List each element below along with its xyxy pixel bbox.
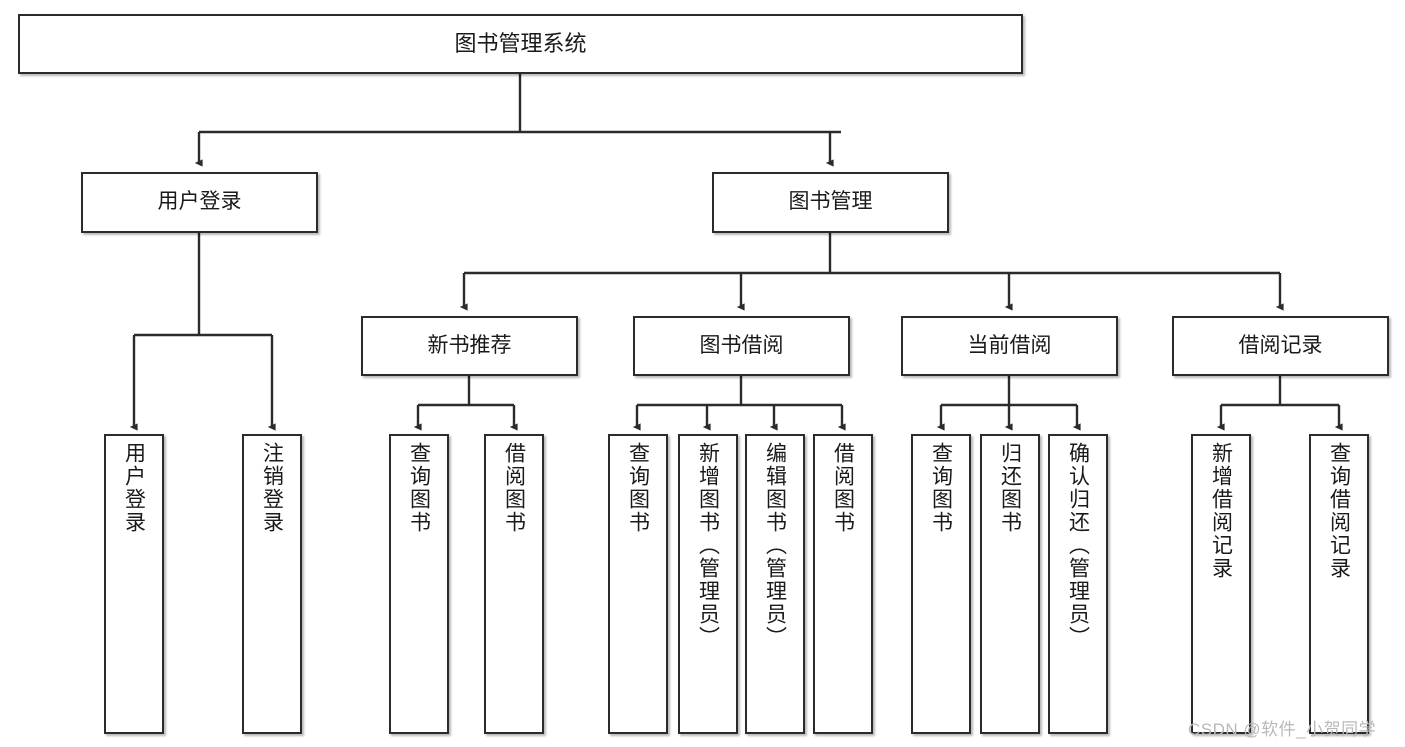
leaf-borrow-borrow-book[interactable]: 借阅图书 [813, 434, 873, 734]
csdn-watermark: CSDN @软件_小贺同学 [1188, 720, 1377, 739]
node-label: 新书推荐 [427, 333, 512, 357]
leaf-current-query-book[interactable]: 查询图书 [911, 434, 971, 734]
node-label: 归还图书 [998, 442, 1022, 534]
leaf-current-confirm-return[interactable]: 确认归还（管理员） [1048, 434, 1108, 734]
node-label: 图书借阅 [699, 333, 784, 357]
leaf-record-query[interactable]: 查询借阅记录 [1309, 434, 1369, 734]
leaf-borrow-edit-book[interactable]: 编辑图书（管理员） [745, 434, 805, 734]
node-label: 查询图书 [407, 442, 431, 534]
node-label: 注销登录 [260, 442, 284, 534]
node-current-borrow[interactable]: 当前借阅 [901, 316, 1118, 376]
node-label: 当前借阅 [967, 333, 1052, 357]
node-label: 借阅记录 [1238, 333, 1323, 357]
node-label: 借阅图书 [502, 442, 526, 534]
leaf-recommend-query-book[interactable]: 查询图书 [389, 434, 449, 734]
node-label: 查询借阅记录 [1327, 442, 1351, 580]
leaf-borrow-query-book[interactable]: 查询图书 [608, 434, 668, 734]
leaf-user-login[interactable]: 用户登录 [104, 434, 164, 734]
node-label: 确认归还（管理员） [1066, 442, 1090, 649]
node-book-management[interactable]: 图书管理 [712, 172, 949, 233]
leaf-borrow-add-book[interactable]: 新增图书（管理员） [678, 434, 738, 734]
leaf-recommend-borrow-book[interactable]: 借阅图书 [484, 434, 544, 734]
node-label: 图书管理系统 [454, 31, 587, 57]
node-user-login[interactable]: 用户登录 [81, 172, 318, 233]
node-label: 图书管理 [788, 190, 873, 214]
leaf-current-return-book[interactable]: 归还图书 [980, 434, 1040, 734]
node-label: 用户登录 [157, 190, 242, 214]
node-label: 查询图书 [929, 442, 953, 534]
node-book-borrow[interactable]: 图书借阅 [633, 316, 850, 376]
node-root-system[interactable]: 图书管理系统 [18, 14, 1023, 74]
leaf-user-logout[interactable]: 注销登录 [242, 434, 302, 734]
node-label: 新增图书（管理员） [696, 442, 720, 649]
node-label: 查询图书 [626, 442, 650, 534]
node-label: 编辑图书（管理员） [763, 442, 787, 649]
leaf-record-add[interactable]: 新增借阅记录 [1191, 434, 1251, 734]
node-new-book-recommend[interactable]: 新书推荐 [361, 316, 578, 376]
node-label: 用户登录 [122, 442, 146, 534]
node-borrow-record[interactable]: 借阅记录 [1172, 316, 1389, 376]
node-label: 新增借阅记录 [1209, 442, 1233, 580]
node-label: 借阅图书 [831, 442, 855, 534]
